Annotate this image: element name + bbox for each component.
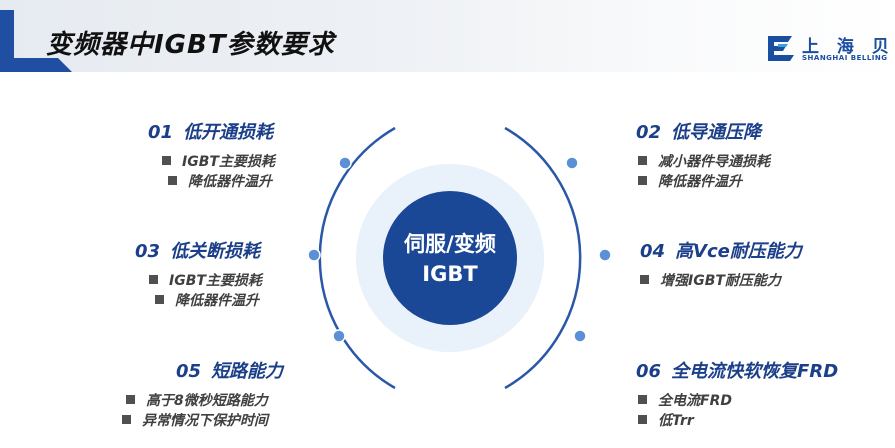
center-label: 伺服/变频 IGBT [385, 229, 515, 289]
square-bullet-icon [640, 275, 649, 284]
item-title-text: 低开通损耗 [183, 122, 274, 143]
square-bullet-icon [126, 395, 135, 404]
item-03-bullet-1: IGBT主要损耗 [149, 272, 262, 290]
item-04-title: 04 高Vce耐压能力 [640, 237, 802, 263]
square-bullet-icon [149, 275, 158, 284]
center-circle [383, 191, 517, 325]
ring-node [332, 329, 346, 343]
ring-node [338, 156, 352, 170]
item-number: 04 [640, 241, 666, 262]
ring-node [573, 329, 587, 343]
title-accent-base [0, 58, 72, 72]
item-01-bullet-1: IGBT主要损耗 [162, 153, 275, 171]
title-accent-bar [0, 10, 14, 72]
item-02-bullet-2: 降低器件温升 [638, 173, 742, 191]
item-number: 05 [176, 361, 202, 382]
ring-node [598, 248, 612, 262]
square-bullet-icon [638, 415, 647, 424]
item-number: 02 [636, 122, 662, 143]
item-02-bullet-1: 减小器件导通损耗 [638, 153, 770, 171]
square-bullet-icon [162, 156, 171, 165]
square-bullet-icon [122, 415, 131, 424]
right-ring-arc [504, 126, 582, 390]
header-band [0, 0, 895, 72]
square-bullet-icon [638, 395, 647, 404]
item-title-text: 全电流快软恢复FRD [671, 361, 839, 382]
item-title-text: 高Vce耐压能力 [675, 241, 802, 262]
item-number: 03 [135, 241, 161, 262]
item-title-text: 低导通压降 [671, 122, 762, 143]
item-03-bullet-2: 降低器件温升 [155, 292, 259, 310]
square-bullet-icon [168, 176, 177, 185]
logo-english-name: SHANGHAI BELLING [802, 54, 888, 62]
item-title-text: 低关断损耗 [170, 241, 261, 262]
item-number: 01 [148, 122, 174, 143]
page-title: 变频器中IGBT参数要求 [46, 30, 335, 60]
center-label-line2: IGBT [422, 262, 478, 286]
square-bullet-icon [155, 295, 164, 304]
item-01-title: 01 低开通损耗 [148, 118, 273, 144]
ring-node [565, 156, 579, 170]
item-05-title: 05 短路能力 [176, 357, 283, 383]
item-title-text: 短路能力 [211, 361, 284, 382]
square-bullet-icon [638, 156, 647, 165]
belling-logo-icon [768, 36, 794, 61]
item-05-bullet-2: 异常情况下保护时间 [122, 412, 268, 430]
item-04-bullet-1: 增强IGBT耐压能力 [640, 272, 781, 290]
item-06-bullet-1: 全电流FRD [638, 392, 732, 410]
item-03-title: 03 低关断损耗 [135, 237, 260, 263]
ring-node [307, 248, 321, 262]
item-06-title: 06 全电流快软恢复FRD [636, 357, 838, 383]
item-06-bullet-2: 低Trr [638, 412, 694, 430]
square-bullet-icon [638, 176, 647, 185]
item-02-title: 02 低导通压降 [636, 118, 761, 144]
item-05-bullet-1: 高于8微秒短路能力 [126, 392, 268, 410]
item-01-bullet-2: 降低器件温升 [168, 173, 272, 191]
item-number: 06 [636, 361, 662, 382]
center-label-line1: 伺服/变频 [404, 232, 496, 256]
logo-chinese-name: 上 海 贝 岭 [802, 37, 895, 57]
